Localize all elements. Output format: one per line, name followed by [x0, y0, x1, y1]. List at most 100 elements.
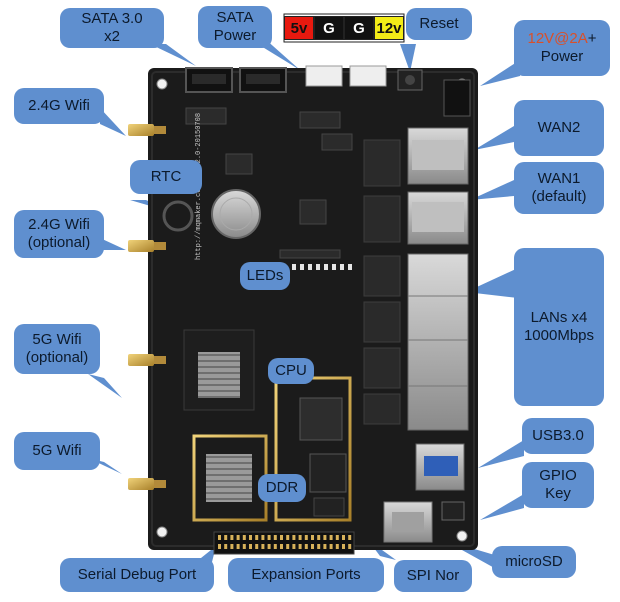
- label-reset: Reset: [406, 8, 472, 40]
- header-pin: [329, 535, 333, 540]
- header-pin: [224, 535, 228, 540]
- header-pin: [342, 535, 345, 540]
- header-pin: [323, 544, 327, 549]
- label-gpio-key: GPIO Key: [522, 462, 594, 508]
- header-pin: [304, 535, 308, 540]
- label-sata-power-line2: Power: [213, 27, 257, 44]
- header-pin: [236, 544, 240, 549]
- wifi-module-upper: [183, 329, 255, 411]
- status-led: [300, 264, 304, 270]
- label-sata-3-line1: SATA 3.0: [81, 10, 143, 27]
- power-pin-1: G: [314, 16, 344, 40]
- label-rtc-text: RTC: [150, 168, 182, 185]
- label-wan2-text: WAN2: [537, 119, 581, 136]
- sata-power-headers: [305, 65, 387, 87]
- header-pin: [329, 544, 333, 549]
- header-pin: [218, 535, 221, 540]
- label-wifi-5: 5G Wifi: [14, 432, 100, 470]
- sata-connectors: [185, 67, 287, 93]
- header-pin: [230, 544, 234, 549]
- status-led: [332, 264, 336, 270]
- header-pin: [242, 544, 246, 549]
- label-wan1-line2: (default): [531, 188, 587, 205]
- power-pin-0: 5v: [284, 16, 314, 40]
- status-led: [340, 264, 344, 270]
- header-pin: [292, 535, 296, 540]
- label-power-line1: 12V@2A+: [527, 30, 596, 48]
- header-pin: [335, 544, 339, 549]
- label-wan2: WAN2: [514, 100, 604, 156]
- header-pin: [348, 544, 352, 549]
- dc-power-jack: [443, 79, 471, 117]
- usb3-port: [415, 443, 465, 491]
- label-usb3: USB3.0: [522, 418, 594, 454]
- ethernet-ports: [407, 127, 469, 431]
- pcb-board: [148, 68, 478, 550]
- label-serial-debug-text: Serial Debug Port: [77, 566, 197, 583]
- label-power-spec: 12V@2A: [527, 30, 588, 47]
- label-lans-line1: LANs x4: [530, 309, 588, 326]
- header-pin: [273, 544, 277, 549]
- label-microsd-text: microSD: [505, 553, 563, 570]
- gpio-key-button: [441, 501, 465, 521]
- label-lans-line2: 1000Mbps: [523, 327, 595, 344]
- header-pin: [224, 544, 228, 549]
- label-leds: LEDs: [240, 262, 290, 290]
- lan-transformers: [363, 139, 401, 425]
- label-spi-nor-text: SPI Nor: [406, 567, 460, 584]
- small-chips: [185, 107, 353, 259]
- label-wifi-24-optional: 2.4G Wifi (optional): [14, 210, 104, 258]
- header-pin: [298, 544, 302, 549]
- header-pin: [292, 544, 296, 549]
- label-wifi-24: 2.4G Wifi: [14, 88, 104, 124]
- power-pin-3: 12v: [374, 16, 404, 40]
- label-power: 12V@2A+ Power: [514, 20, 610, 76]
- header-pin: [261, 544, 265, 549]
- rtc-battery: [211, 189, 261, 239]
- label-wifi-5-optional-line2: (optional): [25, 349, 89, 366]
- status-led: [316, 264, 320, 270]
- label-wifi-24-optional-line1: 2.4G Wifi: [28, 216, 90, 233]
- status-led: [308, 264, 312, 270]
- header-pin: [298, 535, 302, 540]
- led-row: [292, 264, 352, 270]
- label-expansion-ports: Expansion Ports: [228, 558, 384, 592]
- label-leds-text: LEDs: [246, 267, 284, 284]
- header-pin: [242, 535, 246, 540]
- label-ddr-text: DDR: [265, 479, 299, 496]
- label-usb3-text: USB3.0: [532, 427, 584, 444]
- header-pin: [273, 535, 277, 540]
- label-power-plus: +: [587, 30, 597, 47]
- label-sata-3: SATA 3.0 x2: [60, 8, 164, 48]
- header-pin: [311, 535, 314, 540]
- power-pin-2: G: [344, 16, 374, 40]
- label-reset-text: Reset: [419, 15, 459, 32]
- antennas: [128, 124, 166, 490]
- header-pin: [280, 535, 283, 540]
- label-wifi-24-optional-line2: (optional): [27, 234, 91, 251]
- cpu-ddr-region: [274, 376, 352, 522]
- label-lans: LANs x4 1000Mbps: [514, 248, 604, 406]
- header-pin: [286, 535, 290, 540]
- header-pin: [348, 535, 352, 540]
- header-pin: [342, 544, 345, 549]
- label-wan1: WAN1 (default): [514, 162, 604, 214]
- header-pin: [261, 535, 265, 540]
- header-pin: [267, 544, 271, 549]
- label-wifi-24-text: 2.4G Wifi: [28, 97, 90, 114]
- header-pin: [230, 535, 234, 540]
- header-pin: [317, 535, 321, 540]
- header-pin: [249, 544, 252, 549]
- header-pin: [255, 544, 259, 549]
- status-led: [324, 264, 328, 270]
- status-led: [292, 264, 296, 270]
- header-pin: [304, 544, 308, 549]
- header-pin: [267, 535, 271, 540]
- label-sata-3-line2: x2: [104, 28, 120, 45]
- label-expansion-ports-text: Expansion Ports: [251, 566, 361, 583]
- label-wifi-5-optional-line1: 5G Wifi: [32, 331, 82, 348]
- label-spi-nor: SPI Nor: [394, 560, 472, 592]
- label-wan1-line1: WAN1: [537, 170, 581, 187]
- header-pin: [218, 544, 221, 549]
